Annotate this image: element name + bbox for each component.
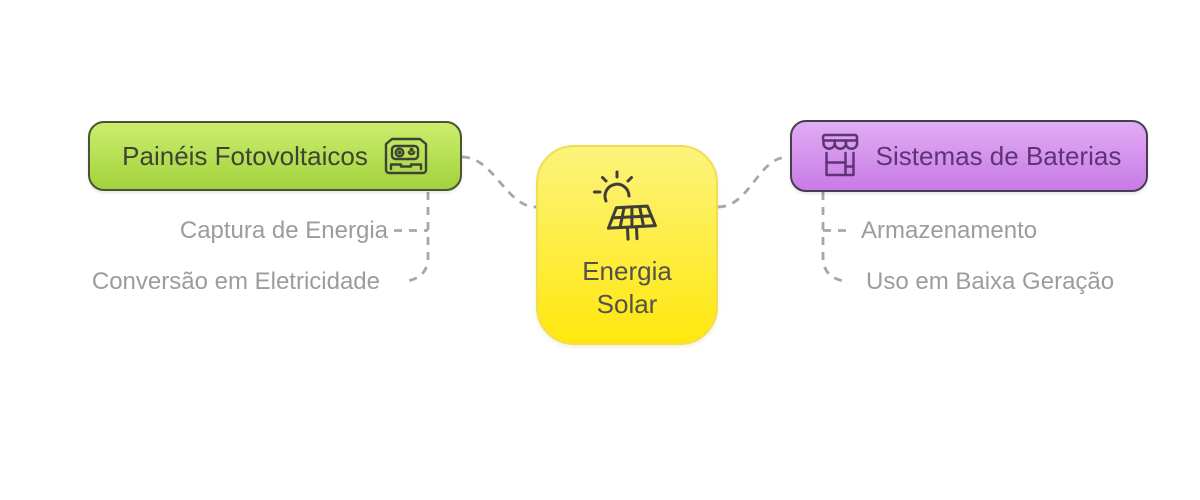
node-paineis-fotovoltaicos[interactable]: Painéis Fotovoltaicos bbox=[88, 121, 462, 191]
power-inverter-icon bbox=[384, 136, 428, 176]
connector-left-children-spine bbox=[404, 192, 430, 283]
node-energia-solar[interactable]: Energia Solar bbox=[536, 145, 718, 345]
node-paineis-label: Painéis Fotovoltaicos bbox=[122, 140, 368, 171]
node-sistemas-de-baterias[interactable]: Sistemas de Baterias bbox=[790, 120, 1148, 192]
node-energia-solar-label: Energia Solar bbox=[582, 256, 672, 319]
node-baterias-label: Sistemas de Baterias bbox=[875, 140, 1122, 171]
storefront-icon bbox=[817, 131, 863, 181]
connector-center-to-right bbox=[717, 155, 789, 209]
child-captura-de-energia[interactable]: Captura de Energia bbox=[179, 217, 388, 244]
connector-right-children-spine bbox=[821, 192, 847, 283]
solar-panel-sun-icon bbox=[590, 169, 664, 245]
child-conversao-em-eletricidade[interactable]: Conversão em Eletricidade bbox=[91, 268, 380, 295]
child-armazenamento[interactable]: Armazenamento bbox=[861, 217, 1038, 244]
child-uso-em-baixa-geracao[interactable]: Uso em Baixa Geração bbox=[866, 268, 1115, 295]
connector-left-to-center bbox=[461, 155, 537, 209]
